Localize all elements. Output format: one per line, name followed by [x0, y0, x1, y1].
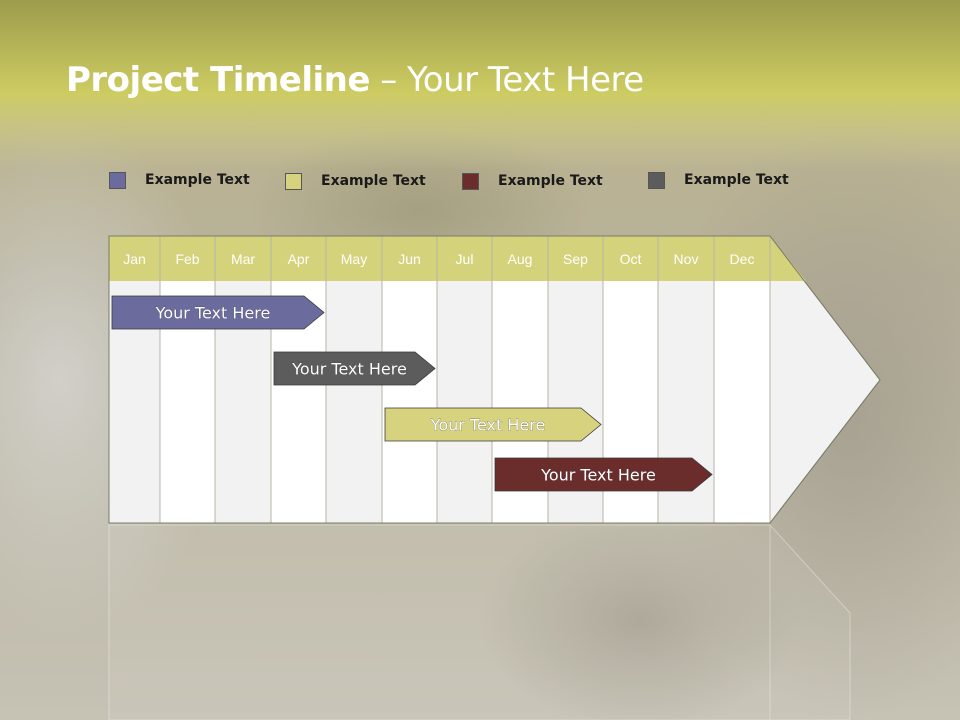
task-arrow-4: Your Text Here: [494, 457, 713, 492]
month-header-bar: [109, 236, 806, 281]
month-label-aug: Aug: [508, 251, 533, 267]
legend-item-4: Example Text: [648, 170, 789, 190]
timeline-reflection: [108, 524, 851, 720]
task-label: Your Text Here: [540, 466, 656, 485]
legend-swatch-2: [285, 172, 302, 190]
task-arrow-2: Your Text Here: [273, 351, 436, 386]
task-arrow-shape: [111, 295, 325, 330]
title-rest: – Your Text Here: [369, 60, 644, 100]
month-label-jun: Jun: [398, 251, 421, 267]
legend-label-4: Example Text: [684, 172, 789, 188]
task-arrow-1: Your Text Here: [111, 295, 325, 330]
legend-label-3: Example Text: [498, 173, 603, 189]
month-label-oct: Oct: [620, 251, 642, 267]
timeline-grid: Jan Feb Mar Apr May Jun Jul Aug Sep Oct Nov Dec: [108, 235, 881, 524]
legend-label-2: Example Text: [321, 173, 426, 189]
task-label: Your Text Here: [291, 360, 407, 379]
month-label-may: May: [341, 251, 367, 267]
reflection-body: [108, 524, 851, 720]
month-label-jul: Jul: [456, 251, 474, 267]
legend-item-3: Example Text: [462, 171, 603, 191]
task-arrow-shape: [273, 351, 436, 386]
page-title: Project Timeline – Your Text Here: [66, 60, 644, 100]
month-column: [714, 281, 770, 523]
timeline-outline: [108, 235, 881, 524]
task-arrow-3: Your Text Here: [384, 407, 602, 442]
task-label: Your Text Here: [430, 416, 546, 435]
month-label-feb: Feb: [175, 251, 199, 267]
month-column: [382, 281, 437, 523]
month-label-apr: Apr: [288, 251, 310, 267]
task-arrow-shape: [384, 407, 602, 442]
legend-item-1: Example Text: [109, 170, 250, 190]
month-label-mar: Mar: [231, 251, 255, 267]
task-label: Your Text Here: [155, 304, 271, 323]
month-label-sep: Sep: [563, 251, 588, 267]
title-bold: Project Timeline: [66, 60, 370, 100]
legend-swatch-4: [648, 171, 665, 189]
legend-swatch-3: [462, 172, 479, 190]
legend-label-1: Example Text: [145, 172, 250, 188]
task-arrow-shape: [494, 457, 713, 492]
month-label-dec: Dec: [730, 251, 755, 267]
legend-item-2: Example Text: [285, 171, 426, 191]
month-label-jan: Jan: [123, 251, 146, 267]
legend-swatch-1: [109, 171, 126, 189]
month-label-nov: Nov: [674, 251, 699, 267]
